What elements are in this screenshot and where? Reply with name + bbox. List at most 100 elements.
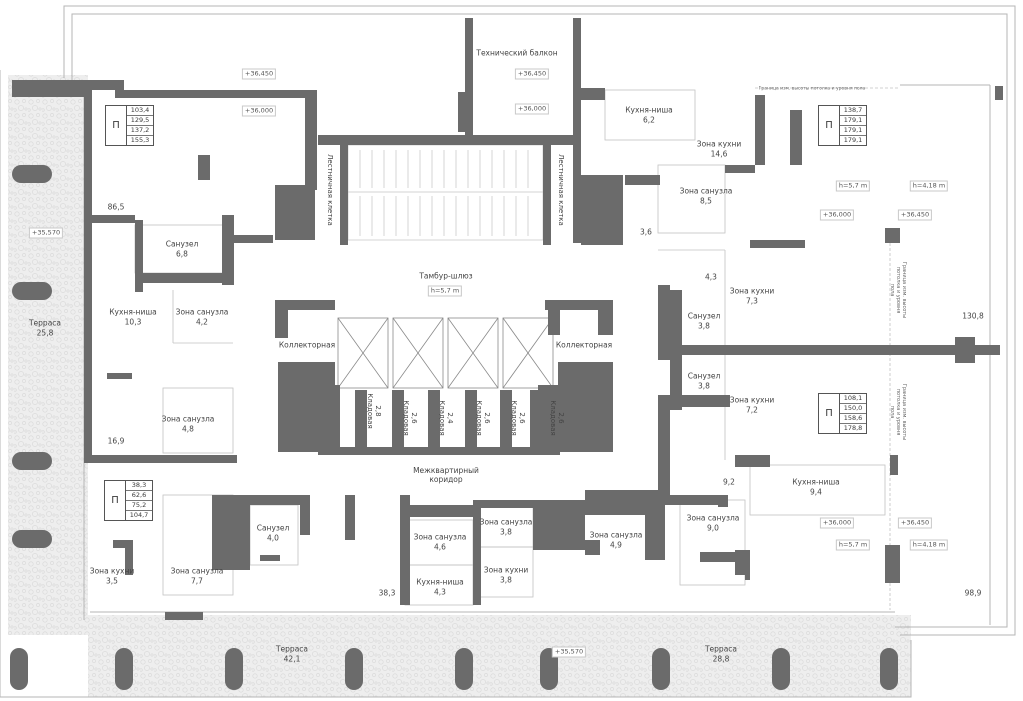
height-se-b-tag: h=4,18 m bbox=[909, 539, 949, 551]
bath-zone-s1-label: Зона санузла bbox=[413, 532, 467, 542]
kitchen-zone-e1-label: Зона кухни bbox=[729, 286, 775, 296]
terrace-bottom-right-area: 28,8 bbox=[712, 654, 730, 664]
height-ne-b-tag: h=4,18 m bbox=[909, 180, 949, 192]
kitchen-niche-s-label: Кухня-ниша bbox=[416, 577, 464, 587]
storage-area: 2,4 bbox=[446, 412, 454, 424]
tambur-height-tag: h=5,7 m bbox=[427, 285, 463, 297]
kitchen-zone-ne-area: 14,6 bbox=[710, 149, 728, 159]
storage-area: 2,6 bbox=[518, 412, 526, 424]
sanuzel-s-label: Санузел bbox=[256, 523, 290, 533]
level-terrace-bottom-tag: +35,570 bbox=[551, 646, 587, 658]
stair-right-label: Лестничная клетка bbox=[557, 154, 565, 226]
terrace-columns bbox=[10, 165, 898, 690]
terrace-left-area: 25,8 bbox=[36, 328, 54, 338]
kitchen-niche-se-label: Кухня-ниша bbox=[792, 477, 840, 487]
p-table-value: 158,6 bbox=[840, 414, 866, 424]
apt-nw-area: 86,5 bbox=[107, 202, 125, 212]
kitchen-zone-e2-label: Зона кухни bbox=[729, 395, 775, 405]
bath-zone-s1-area: 4,6 bbox=[434, 542, 446, 552]
p-table-value: 178,8 bbox=[843, 424, 863, 432]
height-se-a-tag: h=5,7 m bbox=[835, 539, 871, 551]
p-table-value: 104,7 bbox=[129, 511, 149, 519]
storage-area: 2,6 bbox=[483, 412, 491, 424]
bath-zone-w2-area: 4,8 bbox=[182, 424, 194, 434]
level-top-center-floor-tag: +36,000 bbox=[514, 103, 550, 115]
tambur-label: Тамбур-шлюз bbox=[419, 271, 473, 281]
p-table-sw: П 38,3 62,6 75,2 104,7 bbox=[104, 480, 153, 521]
apt-w-area: 16,9 bbox=[107, 436, 125, 446]
p-table-value: 179,1 bbox=[840, 126, 866, 136]
p-table-label: П bbox=[819, 394, 840, 433]
terrace-left-label: Терраса bbox=[28, 318, 62, 328]
p-table-ne: П 138,7 179,1 179,1 179,1 bbox=[818, 105, 867, 146]
storage-label: Кладовая bbox=[438, 400, 446, 436]
kitchen-niche-w-label: Кухня-ниша bbox=[109, 307, 157, 317]
level-top-left-tag: +36,450 bbox=[241, 68, 277, 80]
bath-zone-se-area: 9,0 bbox=[707, 523, 719, 533]
kitchen-niche-se-area: 9,4 bbox=[810, 487, 822, 497]
sanuzel-nw-label: Санузел bbox=[165, 239, 199, 249]
staircase bbox=[347, 144, 544, 241]
sanuzel-e2-area: 3,8 bbox=[698, 381, 710, 391]
p-table-value: 62,6 bbox=[126, 491, 152, 501]
p-table-value: 108,1 bbox=[840, 394, 866, 404]
bath-zone-w2-label: Зона санузла bbox=[161, 414, 215, 424]
terrace-bottom-right-label: Терраса bbox=[704, 644, 738, 654]
storage-label: Кладовая bbox=[402, 400, 410, 436]
apt-ne-small-area: 3,6 bbox=[640, 227, 652, 237]
p-table-value: 138,7 bbox=[840, 106, 866, 116]
sanuzel-e1-area: 3,8 bbox=[698, 321, 710, 331]
terrace-bottom-area: 42,1 bbox=[283, 654, 301, 664]
bath-zone-sw-area: 7,7 bbox=[191, 576, 203, 586]
bath-zone-s3-label: Зона санузла bbox=[589, 530, 643, 540]
kitchen-zone-sw-area: 3,5 bbox=[106, 576, 118, 586]
apt-e-area: 130,8 bbox=[962, 311, 984, 321]
corridor-label: Межквартирный коридор bbox=[413, 466, 479, 484]
p-table-label: П bbox=[819, 106, 840, 145]
p-table-value: 103,4 bbox=[127, 106, 153, 116]
level-top-left-floor-tag: +36,000 bbox=[241, 105, 277, 117]
collector-right-label: Коллекторная bbox=[555, 340, 613, 350]
bath-zone-s3-area: 4,9 bbox=[610, 540, 622, 550]
storage-label: Кладовая bbox=[475, 400, 483, 436]
kitchen-zone-s-area: 3,8 bbox=[500, 575, 512, 585]
tech-balcony-label: Технический балкон bbox=[476, 48, 558, 58]
bath-zone-ne-label: Зона санузла bbox=[679, 186, 733, 196]
bath-zone-ne-area: 8,5 bbox=[700, 196, 712, 206]
bath-zone-w1-label: Зона санузла bbox=[175, 307, 229, 317]
elevator-shafts bbox=[337, 317, 554, 389]
walls bbox=[12, 18, 1003, 620]
apt-s-area: 38,3 bbox=[378, 588, 396, 598]
apt-se-area: 98,9 bbox=[964, 588, 982, 598]
collector-left-label: Коллекторная bbox=[278, 340, 336, 350]
stair-left-label: Лестничная клетка bbox=[326, 154, 334, 226]
bath-zone-sw-label: Зона санузла bbox=[170, 566, 224, 576]
storage-label: Кладовая bbox=[510, 400, 518, 436]
p-table-label: П bbox=[106, 106, 127, 145]
bath-zone-s2-label: Зона санузла bbox=[479, 517, 533, 527]
kitchen-niche-w-area: 10,3 bbox=[124, 317, 142, 327]
height-ne-a-tag: h=5,7 m bbox=[835, 180, 871, 192]
level-ne-floor-tag: +36,000 bbox=[819, 209, 855, 221]
p-table-value: 179,1 bbox=[843, 136, 863, 144]
p-table-value: 38,3 bbox=[126, 481, 152, 491]
p-table-e: П 108,1 150,0 158,6 178,8 bbox=[818, 393, 867, 434]
level-top-center-tag: +36,450 bbox=[514, 68, 550, 80]
boundary-vertical-note-2: Граница изм. высоты потолка и уровня пол… bbox=[889, 383, 907, 441]
boundary-vertical-note-1: Граница изм. высоты потолка и уровня пол… bbox=[889, 261, 907, 319]
boundary-top-note: Граница изм. высоты потолка и уровня пол… bbox=[758, 86, 866, 92]
level-terrace-left-tag: +35,570 bbox=[28, 227, 64, 239]
kitchen-zone-ne-label: Зона кухни bbox=[696, 139, 742, 149]
storage-area: 2,8 bbox=[374, 405, 382, 417]
kitchen-zone-sw-label: Зона кухни bbox=[89, 566, 135, 576]
p-table-nw: П 103,4 129,5 137,2 155,3 bbox=[105, 105, 154, 146]
p-table-label: П bbox=[105, 481, 126, 520]
bath-zone-se-label: Зона санузла bbox=[686, 513, 740, 523]
storage-area: 2,6 bbox=[557, 412, 565, 424]
bath-zone-s2-area: 3,8 bbox=[500, 527, 512, 537]
storage-label: Кладовая bbox=[549, 400, 557, 436]
p-table-value: 155,3 bbox=[130, 136, 150, 144]
storage-label: Кладовая bbox=[366, 393, 374, 429]
p-table-value: 150,0 bbox=[840, 404, 866, 414]
